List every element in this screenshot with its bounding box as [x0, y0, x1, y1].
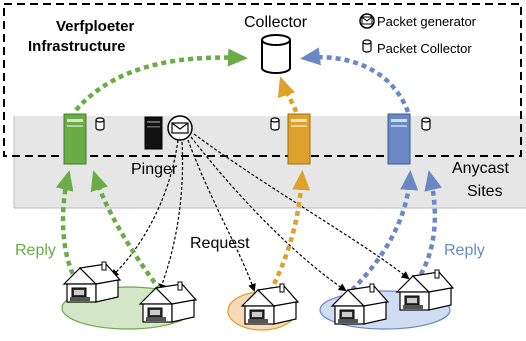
blue-anycast-server — [387, 113, 411, 165]
anycast-label-line1: Anycast — [452, 160, 509, 177]
infrastructure-boundary — [3, 3, 522, 157]
pinger-label: Pinger — [131, 161, 178, 178]
house-blue-1 — [331, 283, 389, 325]
anycast-band — [14, 116, 526, 208]
blue-server-collector-icon — [421, 117, 431, 131]
green-forward — [74, 48, 248, 112]
blue-reply-1 — [350, 170, 419, 292]
reply-right-label: Reply — [444, 242, 485, 259]
orange-server-collector-icon — [270, 117, 280, 131]
blue-forward — [300, 47, 411, 113]
collector-database-icon — [261, 34, 291, 74]
green-reply-1 — [55, 170, 79, 284]
legend-packet-collector-icon — [362, 39, 372, 53]
house-orange — [241, 283, 299, 325]
orange-anycast-server — [287, 113, 311, 165]
request-label: Request — [190, 235, 250, 252]
infrastructure-title-line1: Verfploeter — [56, 18, 135, 35]
infrastructure-title-line2: Infrastructure — [28, 38, 126, 55]
reply-left-label: Reply — [15, 242, 56, 259]
green-anycast-server — [63, 113, 87, 165]
house-blue-2 — [396, 269, 454, 311]
packet-generator-icon — [167, 115, 193, 141]
collector-label: Collector — [244, 14, 308, 31]
legend-packet-generator-label: Packet generator — [377, 14, 477, 29]
green-server-collector-icon — [95, 117, 105, 131]
orange-reply — [268, 170, 311, 294]
orange-forward — [277, 76, 299, 113]
blue-reply-2 — [414, 170, 442, 284]
pinger-server — [144, 116, 163, 150]
green-reply-2 — [90, 170, 162, 292]
request-arrows — [110, 133, 410, 292]
anycast-label-line2: Sites — [467, 183, 503, 200]
legend-packet-generator-icon — [359, 13, 375, 29]
reply-arrows — [55, 47, 442, 294]
legend-packet-collector-label: Packet Collector — [377, 41, 472, 56]
house-green-1 — [63, 261, 121, 303]
